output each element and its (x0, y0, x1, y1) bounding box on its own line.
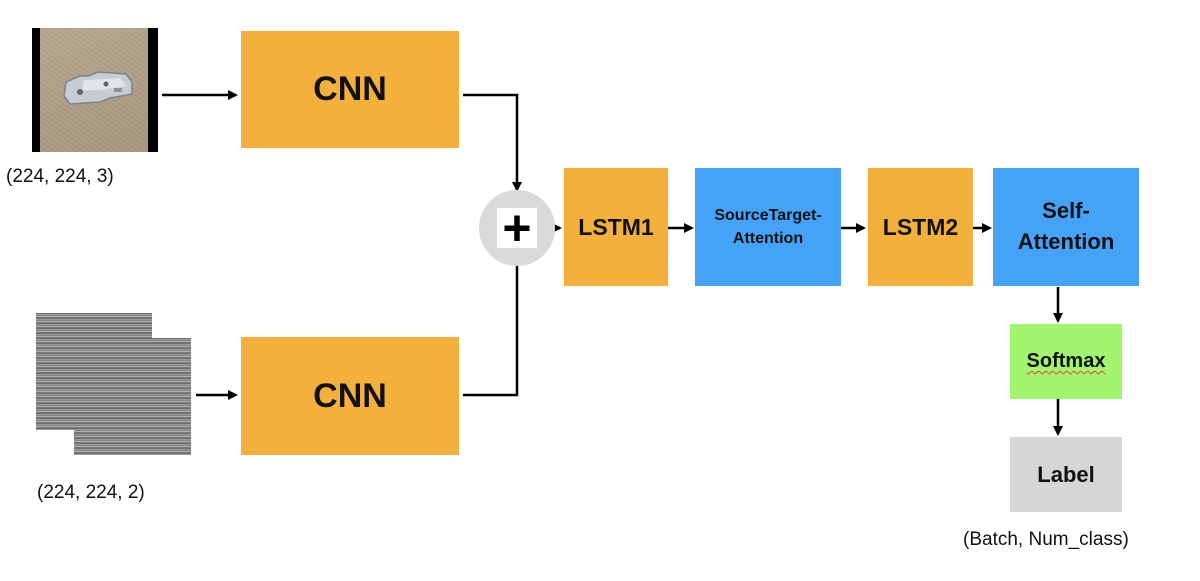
cnn-block-top: CNN (241, 31, 459, 148)
spectrogram-shape-label: (224, 224, 2) (37, 482, 145, 503)
output-shape-label: (Batch, Num_class) (963, 529, 1129, 550)
lstm2-block: LSTM2 (868, 168, 973, 286)
softmax-block: Softmax (1010, 324, 1122, 399)
self-attention-line2: Attention (1017, 229, 1115, 254)
self-attention-block: Self- Attention (993, 168, 1139, 286)
spectrogram-front (74, 338, 191, 455)
plus-icon: + (502, 200, 532, 256)
softmax-label: Softmax (1026, 350, 1106, 372)
source-target-attention-block: SourceTarget- Attention (695, 168, 841, 286)
metal-part-icon (63, 71, 133, 105)
image-shape-label: (224, 224, 3) (6, 166, 114, 187)
self-attention-line1: Self- (1042, 198, 1090, 224)
arrow-cnn-top-to-plus (463, 93, 522, 192)
lstm1-block: LSTM1 (564, 168, 668, 286)
input-image-background (40, 28, 148, 152)
concat-square (497, 208, 537, 248)
arrow-cnn-bottom-to-plus (463, 254, 522, 397)
input-image (32, 28, 158, 152)
source-target-attention-line1: SourceTarget- (714, 206, 822, 224)
label-block: Label (1010, 437, 1122, 512)
source-target-attention-line2: Attention (732, 230, 804, 247)
cnn-block-bottom: CNN (241, 337, 459, 455)
